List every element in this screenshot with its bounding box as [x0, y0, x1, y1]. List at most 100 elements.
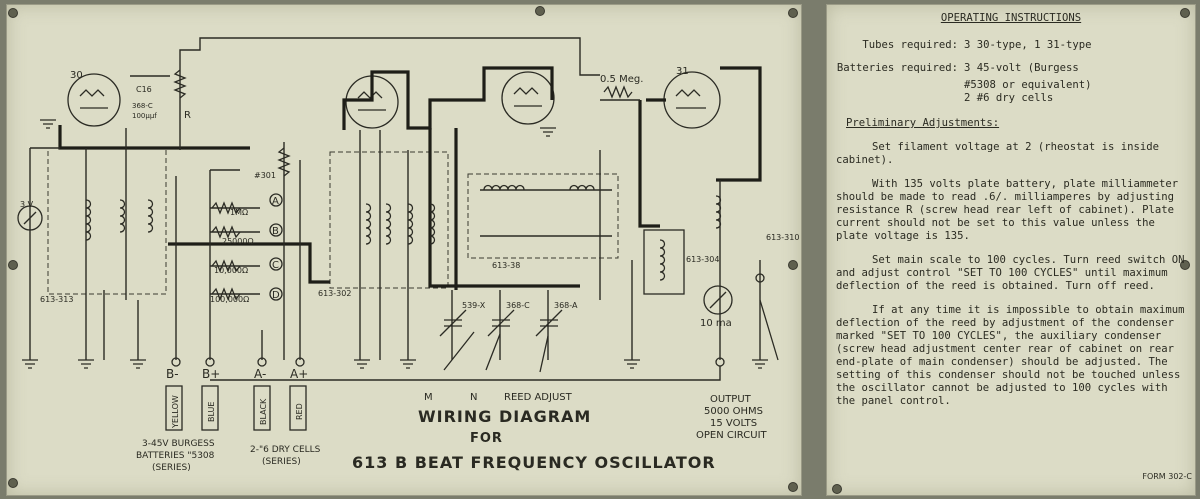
wire: [342, 66, 554, 130]
label-368c: 368-C: [132, 102, 153, 110]
label-301: #301: [254, 171, 276, 180]
tubes-key: Tubes required:: [862, 39, 958, 51]
coil: [85, 184, 722, 281]
wire: [638, 100, 660, 228]
voltmeter: [17, 205, 43, 231]
screw: [8, 260, 18, 270]
screw: [535, 6, 545, 16]
label-25000: 25000Ω: [222, 237, 254, 246]
operating-instructions: OPERATING INSTRUCTIONS Tubes required: 3…: [836, 12, 1186, 419]
tap-a: [269, 193, 283, 207]
pointer-lines: [443, 299, 779, 373]
tubes-value: 3 30-type, 1 31-type: [964, 39, 1092, 51]
label-613-313: 613-313: [40, 295, 73, 304]
battery-note: (SERIES): [152, 463, 191, 473]
screw: [788, 8, 798, 18]
instructions-plate: [826, 4, 1196, 496]
tap-b: [269, 223, 283, 237]
batteries-value-1: 3 45-volt (Burgess: [964, 62, 1079, 74]
label-613-302: 613-302: [318, 289, 351, 298]
batteries-row: Batteries required: 3 45-volt (Burgess: [836, 62, 1186, 75]
transformer-frame: [643, 229, 685, 295]
battery-note: BATTERIES "5308: [136, 451, 215, 461]
screw: [8, 478, 18, 488]
screw: [1180, 8, 1190, 18]
label-b-minus: B-: [166, 367, 179, 381]
instruction-paragraph: With 135 volts plate battery, plate mill…: [836, 178, 1179, 242]
batteries-value-3: 2 #6 dry cells: [964, 92, 1054, 104]
tube-label: 31: [676, 66, 689, 77]
instruction-paragraph: Set main scale to 100 cycles. Turn reed …: [836, 254, 1185, 292]
wire-color-black: BLACK: [259, 398, 268, 425]
wire-color-yellow: YELLOW: [171, 395, 180, 429]
shield-box-313: [47, 147, 167, 295]
screw: [788, 482, 798, 492]
resistor-r: [173, 69, 187, 99]
wire: [646, 66, 762, 182]
battery-note: 3-45V BURGESS: [142, 439, 215, 449]
tube-1: [67, 73, 121, 127]
variable-capacitors: [439, 309, 563, 337]
resistor: [211, 259, 241, 273]
label-100000: 100,000Ω: [210, 295, 249, 304]
label-05meg: 0.5 Meg.: [600, 74, 643, 85]
shield-box-302: [329, 151, 449, 289]
label-10ma: 10 ma: [700, 318, 732, 329]
output-label: OPEN CIRCUIT: [696, 430, 768, 441]
resistor: [277, 147, 291, 177]
terminal-a-plus: [295, 357, 305, 367]
label-613-310: 613-310: [766, 233, 799, 242]
screw: [788, 260, 798, 270]
diagram-title: WIRING DIAGRAM: [418, 407, 591, 426]
wiring-diagram-plate: [6, 4, 802, 496]
wire-color-tag: [201, 385, 219, 431]
resistor-05meg: [603, 85, 633, 99]
label-cap-value: 100μμf: [132, 112, 157, 120]
form-number: FORM 302-C: [1142, 472, 1192, 481]
instruction-paragraph: If at any time it is impossible to obtai…: [836, 304, 1185, 407]
output-label: 5000 OHMS: [704, 406, 763, 417]
ground-symbols: [22, 119, 768, 369]
milliammeter: [703, 285, 733, 315]
control-reed-adjust: REED ADJUST: [504, 392, 573, 403]
label-a-plus: A+: [290, 367, 308, 381]
instruction-paragraph: Set filament voltage at 2 (rheostat is i…: [836, 141, 1160, 166]
tubes-row: Tubes required: 3 30-type, 1 31-type: [836, 39, 1186, 52]
label-10000: 10,000Ω: [214, 266, 248, 275]
label-613-304: 613-304: [686, 255, 719, 264]
preliminary-heading: Preliminary Adjustments:: [846, 117, 1000, 129]
tap-d: [269, 287, 283, 301]
batteries-value-2: #5308 or equivalent): [964, 79, 1092, 91]
wire-color-blue: BLUE: [207, 402, 216, 422]
label-368c: 368-C: [506, 301, 530, 310]
label-3v: 3 V.: [20, 200, 35, 209]
label-d: D: [272, 290, 280, 301]
tube-label: 30: [70, 70, 83, 81]
resistor: [211, 287, 241, 301]
resistor: [211, 225, 241, 239]
batteries-key: Batteries required:: [836, 62, 958, 74]
diagram-title-model: 613 B BEAT FREQUENCY OSCILLATOR: [352, 453, 716, 472]
label-b-plus: B+: [202, 367, 220, 381]
terminal-a-minus: [257, 357, 267, 367]
label-c16: C16: [136, 85, 152, 94]
terminal-b-minus: [171, 357, 181, 367]
wire-color-tag: [165, 385, 183, 431]
tube-3: [501, 71, 555, 125]
output-label: OUTPUT: [710, 394, 752, 405]
terminal-b-plus: [205, 357, 215, 367]
label-368a: 368-A: [554, 301, 578, 310]
output-label: 15 VOLTS: [710, 418, 757, 429]
label-1m: 1MΩ: [230, 208, 248, 217]
dry-cell-note: (SERIES): [262, 457, 301, 467]
diagram-title-for: FOR: [470, 431, 503, 446]
tap-c: [269, 257, 283, 271]
control-n: N: [470, 392, 477, 403]
screw: [832, 484, 842, 494]
wire: [168, 242, 330, 284]
schematic: A B C D 30 31 C16 368-C 100μμf R #301 1M…: [17, 37, 799, 473]
wire: [428, 128, 580, 288]
screw: [1180, 260, 1190, 270]
wire-color-red: RED: [295, 403, 304, 420]
output-terminal: [755, 273, 765, 283]
